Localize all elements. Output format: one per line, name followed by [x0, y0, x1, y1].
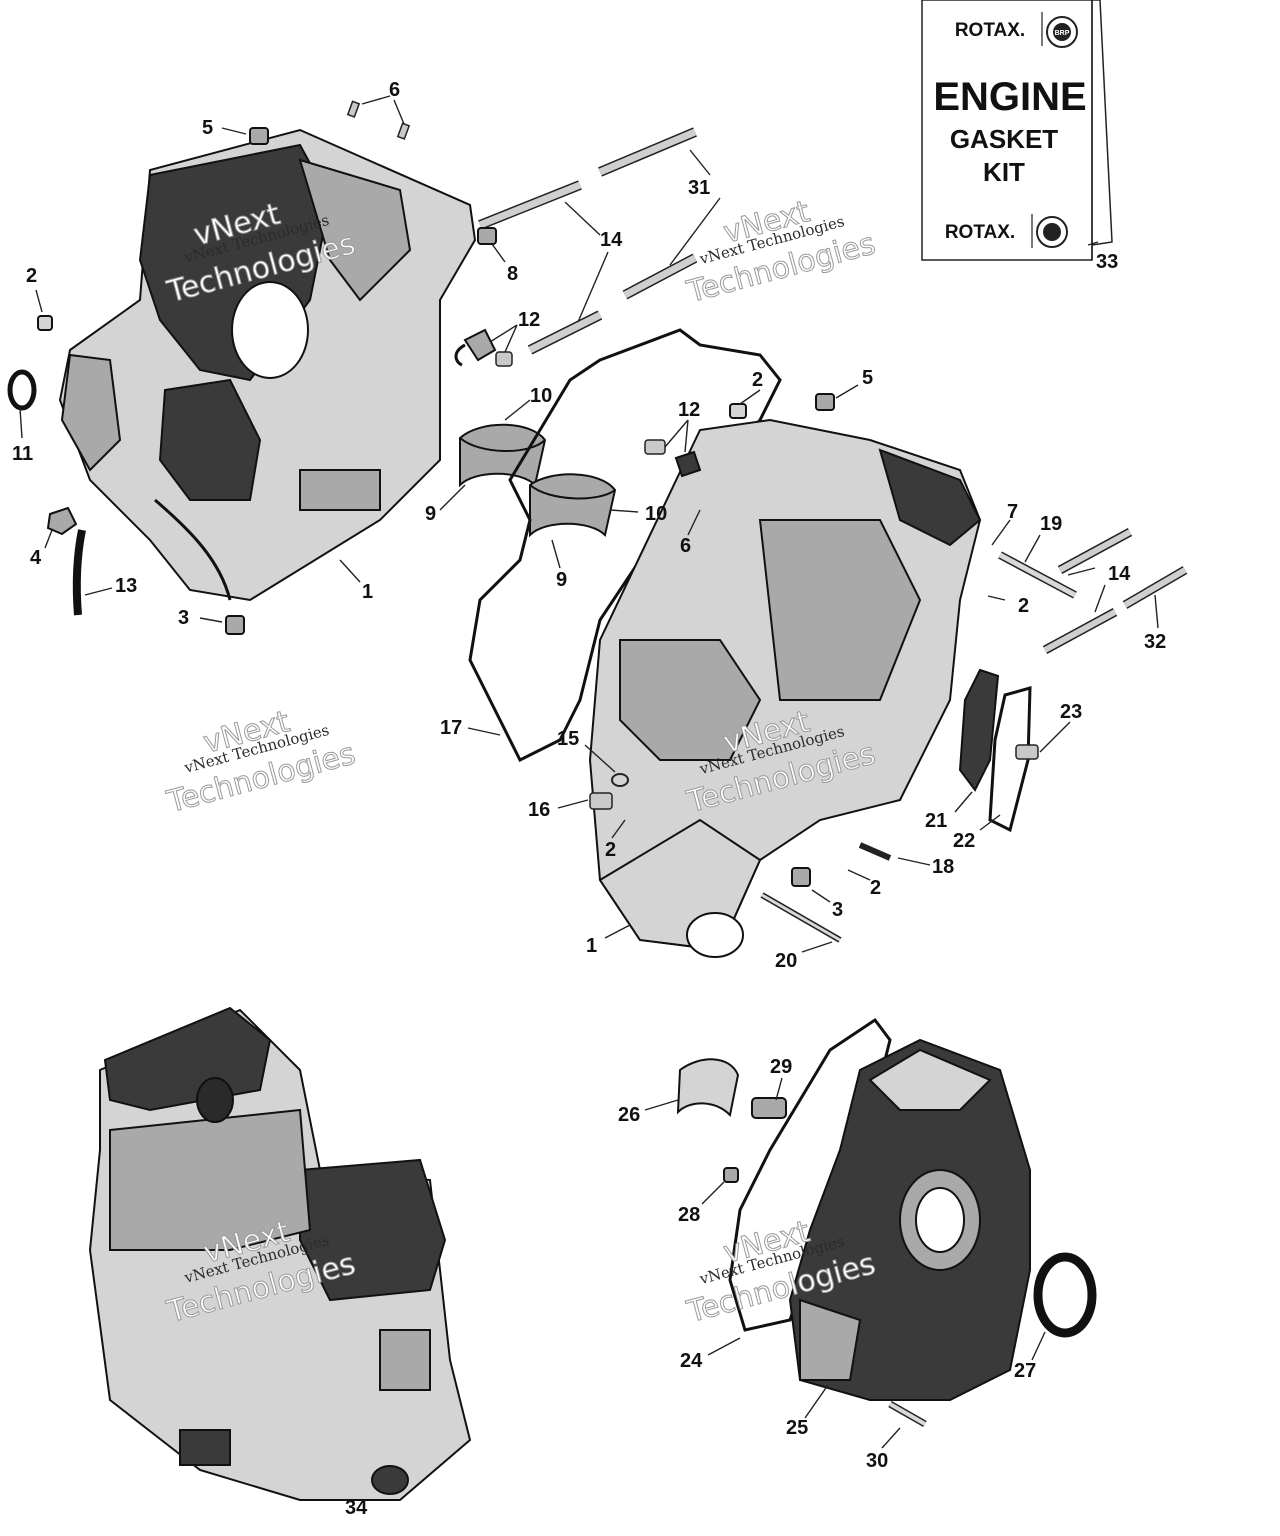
bolt-30: [888, 1400, 927, 1428]
watermark-3: vNext vNext Technologies Technologies: [162, 704, 359, 821]
engine-gasket-kit: ROTAX. BRP ENGINE GASKET KIT ROTAX.: [921, 0, 1113, 261]
callout-29: 29: [770, 1056, 792, 1078]
watermark-2: vNext vNext Technologies Technologies: [682, 194, 879, 311]
bearing-9-10-lower: [529, 473, 617, 538]
callout-9b: 9: [556, 569, 567, 591]
hose-13: [72, 529, 86, 616]
nut-28: [723, 1167, 739, 1183]
seal-27: [1033, 1252, 1097, 1338]
bolt-20: [760, 892, 842, 943]
callout-31: 31: [688, 177, 710, 199]
callout-7: 7: [1007, 501, 1018, 523]
bolt-18: [858, 842, 892, 861]
plug-4: [46, 506, 78, 536]
bracket-12-top: [454, 328, 513, 367]
callout-3a: 3: [178, 607, 189, 629]
crankcase-right-half: [588, 418, 982, 958]
dowel-3-left: [225, 615, 245, 635]
fitting-29: [751, 1097, 787, 1119]
callout-10b: 10: [645, 503, 667, 525]
gasket-17: [468, 328, 782, 763]
callout-2e: 2: [870, 877, 881, 899]
bushing-8: [477, 227, 497, 245]
callout-13: 13: [115, 575, 137, 597]
complete-engine-34: [88, 1006, 472, 1501]
brp-logo-icon: BRP: [1046, 16, 1078, 48]
bolts-19-14-32: [998, 528, 1188, 654]
dowel-5-left: [249, 127, 269, 145]
pin-6-left: [346, 100, 411, 140]
callout-21: 21: [925, 810, 947, 832]
crankcase-left-half: [58, 128, 477, 602]
callout-19: 19: [1040, 513, 1062, 535]
seal-11: [7, 369, 37, 411]
bolt-16: [589, 792, 613, 810]
callout-17: 17: [440, 717, 462, 739]
callout-33: 33: [1096, 251, 1118, 273]
studs-14-31: [478, 127, 698, 355]
callout-11: 11: [12, 443, 33, 465]
callout-2a: 2: [26, 265, 37, 287]
callout-8: 8: [507, 263, 518, 285]
dowel-2-left: [37, 315, 53, 331]
dowel-2-right-top: [729, 403, 747, 419]
kit-brand-top: ROTAX.: [955, 20, 1025, 41]
callout-4: 4: [30, 547, 42, 569]
dowel-5-right: [815, 393, 835, 411]
callout-32: 32: [1144, 631, 1166, 653]
kit-title-engine: ENGINE: [933, 75, 1086, 119]
gaskets-21-22: [958, 668, 1032, 833]
callout-16: 16: [528, 799, 550, 821]
bolt-23: [1015, 744, 1039, 760]
brp-logo-icon: [1036, 216, 1068, 248]
callout-22: 22: [953, 830, 975, 852]
callout-27: 27: [1014, 1360, 1036, 1382]
kit-title-kit: KIT: [983, 157, 1025, 187]
callout-2b: 2: [752, 369, 763, 391]
svg-text:BRP: BRP: [1055, 30, 1070, 37]
callout-14b: 14: [1108, 563, 1131, 585]
callout-28: 28: [678, 1204, 700, 1226]
callout-2d: 2: [605, 839, 616, 861]
kit-brand-bottom: ROTAX.: [945, 222, 1015, 243]
callout-9a: 9: [425, 503, 436, 525]
callout-3b: 3: [832, 899, 843, 921]
callout-12a: 12: [518, 309, 540, 331]
bracket-12-right: [644, 439, 702, 478]
bearing-9-10-upper: [459, 423, 547, 488]
oring-15: [611, 773, 629, 787]
leader-lines: [19, 95, 1159, 1449]
callout-12b: 12: [678, 399, 700, 421]
callout-34: 34: [345, 1497, 368, 1519]
callout-23: 23: [1060, 701, 1082, 723]
callout-1b: 1: [586, 935, 597, 957]
callout-26: 26: [618, 1104, 640, 1126]
callout-numbers: 1 1 2 2 2 2 2 2 3 3 4 5 5 6 6 7 8 9 9 10…: [12, 79, 1166, 1519]
dowel-3-right: [791, 867, 811, 887]
callout-14a: 14: [600, 229, 623, 251]
callout-15: 15: [557, 728, 579, 750]
callout-6a: 6: [389, 79, 400, 101]
callout-30: 30: [866, 1450, 888, 1472]
callout-2c: 2: [1018, 595, 1029, 617]
callout-24: 24: [680, 1350, 703, 1372]
kit-title-gasket: GASKET: [950, 124, 1058, 154]
cover-25: [788, 1038, 1031, 1401]
callout-1a: 1: [362, 581, 373, 603]
callout-5b: 5: [862, 367, 873, 389]
callout-10a: 10: [530, 385, 552, 407]
callout-6b: 6: [680, 535, 691, 557]
callout-5a: 5: [202, 117, 213, 139]
callout-18: 18: [932, 856, 954, 878]
bearing-26: [676, 1058, 740, 1118]
callout-25: 25: [786, 1417, 808, 1439]
callout-20: 20: [775, 950, 797, 972]
